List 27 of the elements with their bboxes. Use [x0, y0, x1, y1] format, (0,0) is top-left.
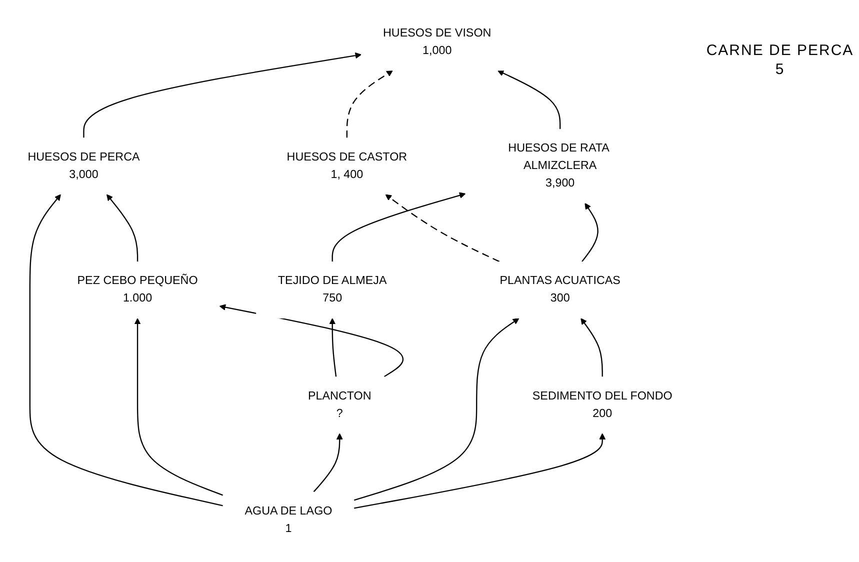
node-text: HUESOS DE VISON 1,000 — [383, 26, 492, 57]
food-web-diagram: HUESOS DE VISON 1,000 HUESOS DE PERCA 3,000 HUESOS DE CASTOR 1, 400 HUESOS DE RATA ALMIZCLERA 3,900 PEZ CEBO PEQUEÑO 1.000 TEJIDO DE ALMEJA 750 PLANTAS ACUATICAS 300 PLANCTON ? AGUA DE LAGO 1 SEDIMENTO DEL FONDO 200 — [0, 8, 700, 554]
arrow — [329, 318, 337, 377]
node-text: HUESOS DE CASTOR 1, 400 — [286, 150, 408, 180]
note-label: 5 — [774, 61, 786, 78]
arrow — [498, 70, 561, 129]
arrow — [385, 194, 500, 262]
arrow — [354, 318, 520, 500]
arrow — [83, 52, 362, 138]
node-text: PLANTAS ACUATICAS 300 — [500, 274, 620, 304]
node-text: AGUA DE LAGO 1 — [244, 504, 332, 535]
arrow — [580, 318, 603, 376]
node-text: PLANCTON ? — [308, 390, 372, 420]
arrow — [332, 192, 466, 262]
arrow — [346, 70, 393, 138]
node-text: HUESOS DE PERCA 3,000 — [28, 150, 140, 180]
arrow — [582, 202, 598, 262]
arrow — [219, 304, 404, 377]
arrow — [313, 433, 343, 492]
node-text: SEDIMENTO DEL FONDO 200 — [532, 390, 672, 420]
arrow — [134, 318, 224, 496]
arrow — [354, 433, 606, 509]
node-text: PEZ CEBO PEQUEÑO 1.000 — [77, 274, 198, 304]
node-text: HUESOS DE RATA ALMIZCLERA 3,900 — [508, 142, 609, 190]
arrow — [29, 194, 223, 506]
arrow — [106, 194, 138, 262]
note-label: CARNE DE PERCA — [705, 42, 855, 59]
